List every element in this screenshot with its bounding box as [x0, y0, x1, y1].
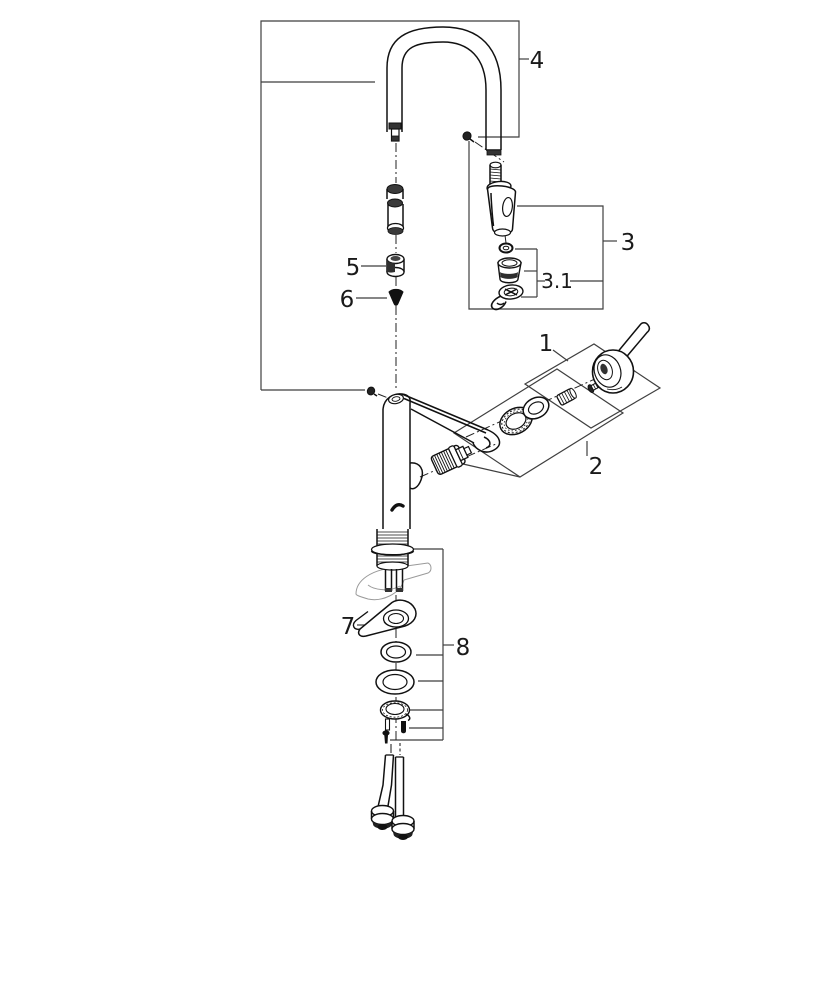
label-1: 1: [539, 331, 554, 357]
part-hose-right: [391, 743, 415, 840]
part-spray-screw: [462, 131, 475, 143]
bracket-group-8: [390, 548, 454, 741]
part-diverter: [386, 184, 405, 235]
part-spout: [386, 26, 502, 156]
part-mounting-screw: [382, 730, 390, 744]
label-4: 4: [530, 48, 545, 74]
part-shank: [370, 529, 415, 592]
label-8: 8: [456, 635, 471, 661]
label-5: 5: [346, 255, 361, 281]
part-o-ring: [498, 242, 514, 254]
part-body-screw: [366, 386, 378, 397]
bracket-group-4: [260, 20, 529, 391]
part-body: [382, 393, 501, 529]
part-cartridge: [430, 444, 473, 475]
bracket-group-3: [468, 141, 617, 310]
part-adapter: [556, 387, 577, 406]
part-hose-left: [370, 744, 395, 830]
label-2: 2: [589, 454, 604, 480]
bracket-group-2: [452, 368, 625, 478]
bracket-group-3-1: [515, 248, 603, 298]
bracket-group-1: [523, 343, 662, 429]
label-7: 7: [341, 614, 356, 640]
part-spray-former: [490, 284, 524, 311]
part-mounting-ring: [379, 700, 411, 734]
part-5-check-valve: [386, 253, 405, 278]
part-washer-large: [375, 669, 415, 695]
part-cap: [522, 396, 550, 420]
part-washer-small: [380, 641, 412, 663]
assembly-axis-lines: [377, 141, 607, 742]
part-spray-head: [486, 180, 517, 237]
label-3: 3: [621, 230, 636, 256]
label-6: 6: [340, 287, 355, 313]
part-handle: [591, 322, 651, 394]
part-6-seal-cone: [388, 288, 404, 306]
label-3-1: 3.1: [541, 269, 573, 293]
callout-labels: 1 2 3 3.1 4 5 6 7 8: [340, 48, 636, 661]
part-7-wing-nut: [352, 599, 417, 638]
part-mousseur: [497, 257, 522, 284]
